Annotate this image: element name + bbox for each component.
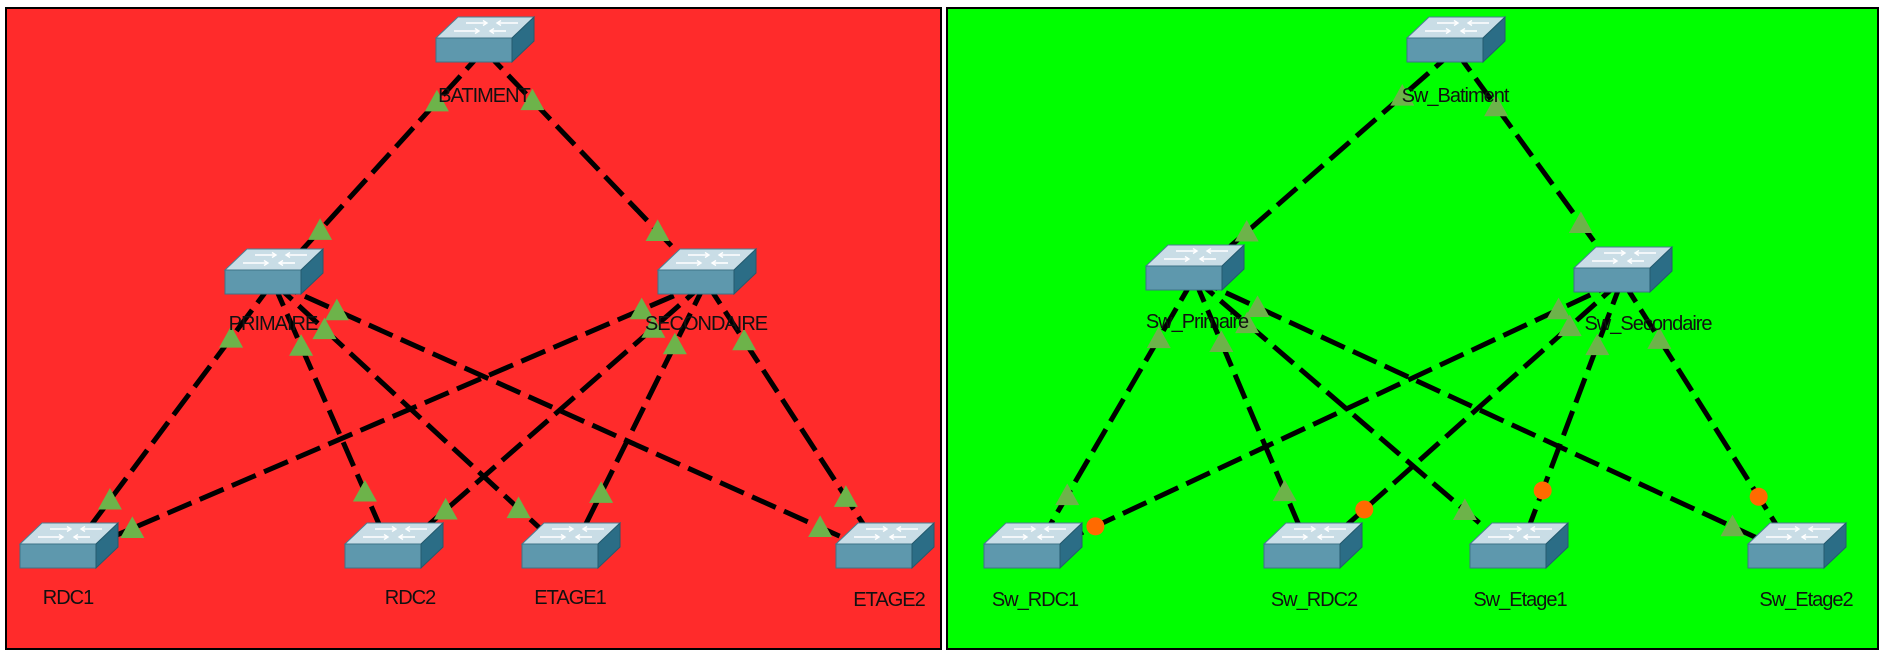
switch-e2-label: Sw_Etage2: [1759, 589, 1853, 611]
switch-r1-icon[interactable]: [18, 521, 120, 570]
switch-r2-label: Sw_RDC2: [1271, 589, 1358, 611]
switch-e1-icon[interactable]: [520, 521, 622, 570]
switch-r1-label: RDC1: [43, 587, 94, 609]
switch-bat-icon[interactable]: [434, 15, 536, 64]
port-markers-layer: [97, 88, 858, 538]
port-e1-to-sec-blocking-port-icon: [1533, 481, 1552, 500]
switch-pri-icon[interactable]: [223, 247, 325, 296]
switch-e1-label: Sw_Etage1: [1473, 589, 1567, 611]
link-sec-r1[interactable]: [1030, 277, 1624, 559]
port-pri-to-e1-forwarding-port-icon: [312, 317, 337, 340]
port-e1-to-sec-forwarding-port-icon: [589, 481, 614, 503]
link-pri-r2[interactable]: [270, 280, 396, 558]
port-pri-to-r1-forwarding-port-icon: [1146, 326, 1171, 349]
port-sec-to-e2-forwarding-port-icon: [1647, 327, 1672, 349]
port-r1-to-pri-forwarding-port-icon: [97, 487, 122, 510]
port-sec-to-bat-forwarding-port-icon: [1568, 211, 1593, 233]
link-sec-e1[interactable]: [1515, 279, 1625, 557]
port-r1-to-pri-forwarding-port-icon: [1055, 483, 1080, 506]
switch-e2-icon[interactable]: [834, 521, 936, 570]
port-r2-to-sec-blocking-port-icon: [1355, 500, 1374, 519]
switch-e1-icon[interactable]: [1468, 521, 1570, 570]
port-e2-to-sec-forwarding-port-icon: [833, 485, 858, 507]
port-bat-to-pri-forwarding-port-icon: [1390, 84, 1415, 106]
port-e1-to-pri-forwarding-port-icon: [1452, 498, 1477, 521]
switch-bat-icon[interactable]: [1405, 15, 1507, 64]
port-e2-to-sec-blocking-port-icon: [1749, 487, 1768, 506]
port-bat-to-pri-forwarding-port-icon: [424, 89, 449, 112]
port-e1-to-pri-forwarding-port-icon: [506, 496, 531, 519]
link-pri-r1[interactable]: [1029, 276, 1197, 558]
link-bat-sec[interactable]: [1452, 48, 1625, 282]
links-layer: [65, 48, 887, 559]
link-pri-r1[interactable]: [65, 280, 276, 558]
port-pri-to-bat-forwarding-port-icon: [308, 218, 333, 240]
port-pri-to-e1-forwarding-port-icon: [1235, 311, 1260, 334]
port-r2-to-sec-forwarding-port-icon: [433, 497, 458, 520]
port-sec-to-e1-forwarding-port-icon: [662, 332, 687, 355]
port-bat-to-sec-forwarding-port-icon: [520, 88, 545, 111]
port-sec-to-r1-forwarding-port-icon: [1546, 297, 1571, 320]
switch-sec-label: SECONDAIRE: [645, 313, 768, 335]
switch-r2-icon[interactable]: [1262, 521, 1364, 570]
left-topology-panel: BATIMENT PRIMAIRE SECONDAIRE RDC1 RDC2 ETAGE1…: [5, 7, 942, 650]
port-pri-to-r2-forwarding-port-icon: [289, 334, 314, 356]
switch-sec-label: Sw_Secondaire: [1584, 313, 1712, 335]
port-sec-to-r2-forwarding-port-icon: [1557, 314, 1582, 337]
port-pri-to-bat-forwarding-port-icon: [1234, 219, 1259, 242]
switch-e1-label: ETAGE1: [534, 587, 606, 609]
port-r2-to-pri-forwarding-port-icon: [1272, 479, 1297, 502]
link-bat-pri[interactable]: [271, 48, 486, 284]
link-bat-sec[interactable]: [482, 48, 708, 284]
port-e2-to-pri-forwarding-port-icon: [1720, 514, 1745, 537]
switch-e2-label: ETAGE2: [853, 589, 925, 611]
port-sec-to-e2-forwarding-port-icon: [732, 328, 757, 351]
link-sec-e1[interactable]: [567, 280, 709, 558]
switch-r1-label: Sw_RDC1: [992, 589, 1079, 611]
link-pri-e2[interactable]: [1192, 275, 1798, 559]
switch-sec-icon[interactable]: [656, 247, 758, 296]
port-pri-to-e2-forwarding-port-icon: [324, 298, 349, 321]
port-e2-to-pri-forwarding-port-icon: [808, 515, 833, 537]
switches-layer: BATIMENT PRIMAIRE SECONDAIRE RDC1 RDC2 ETAGE1…: [18, 15, 936, 611]
switch-r2-label: RDC2: [385, 587, 436, 609]
link-pri-r2[interactable]: [1191, 277, 1315, 557]
port-pri-to-r2-forwarding-port-icon: [1209, 330, 1234, 353]
link-sec-e2[interactable]: [703, 280, 887, 558]
switch-r2-icon[interactable]: [343, 521, 445, 570]
panel-background: [946, 7, 1879, 650]
port-markers-layer: [1055, 84, 1768, 537]
port-r2-to-pri-forwarding-port-icon: [352, 479, 377, 502]
switch-bat-label: BATIMENT: [438, 85, 530, 107]
panel-background: [5, 7, 942, 650]
switch-r1-icon[interactable]: [982, 521, 1084, 570]
link-sec-e2[interactable]: [1619, 278, 1799, 558]
port-bat-to-sec-forwarding-port-icon: [1484, 94, 1509, 117]
switch-e2-icon[interactable]: [1746, 521, 1848, 570]
switch-pri-label: PRIMAIRE: [229, 313, 318, 335]
switch-sec-icon[interactable]: [1572, 245, 1674, 294]
port-r1-to-sec-blocking-port-icon: [1086, 517, 1105, 536]
switch-pri-icon[interactable]: [1144, 243, 1246, 292]
port-sec-to-r1-forwarding-port-icon: [629, 297, 654, 320]
port-sec-to-r2-forwarding-port-icon: [641, 316, 666, 338]
port-sec-to-bat-forwarding-port-icon: [645, 219, 670, 242]
link-sec-r1[interactable]: [67, 279, 707, 559]
switch-pri-label: Sw_Primaire: [1146, 311, 1249, 333]
link-pri-e2[interactable]: [271, 279, 886, 559]
port-pri-to-r1-forwarding-port-icon: [219, 326, 244, 348]
port-sec-to-e1-forwarding-port-icon: [1585, 333, 1610, 356]
port-pri-to-e2-forwarding-port-icon: [1245, 295, 1270, 317]
switch-bat-label: Sw_Batiment: [1402, 85, 1510, 107]
port-r1-to-sec-forwarding-port-icon: [120, 516, 145, 538]
